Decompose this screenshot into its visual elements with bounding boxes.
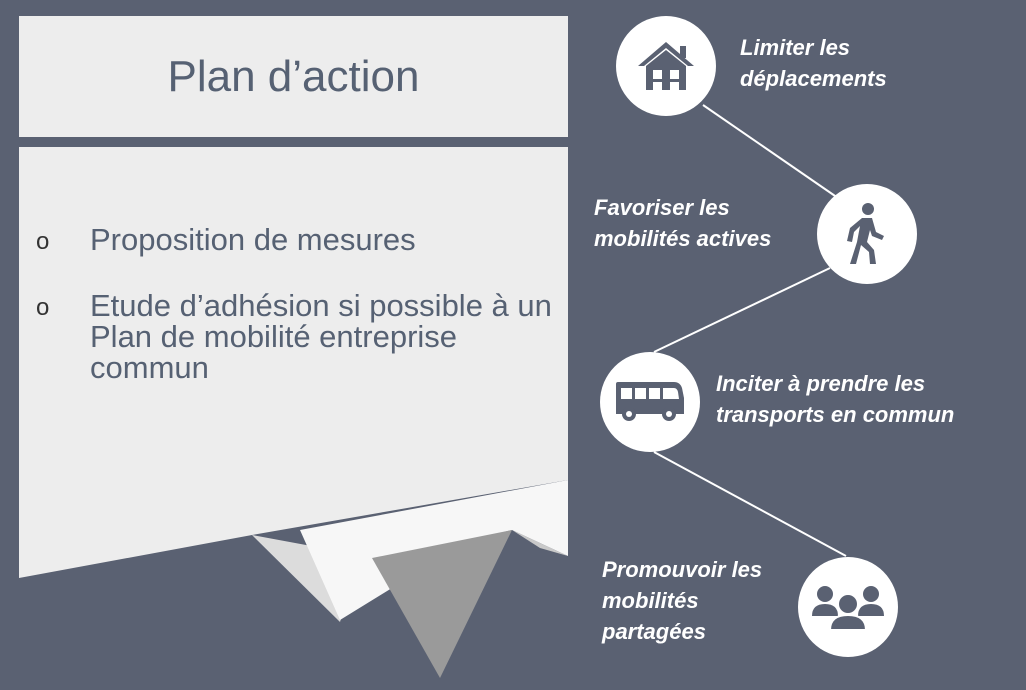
- arrow-triangle: [372, 530, 512, 678]
- content-panel-sheet: [19, 147, 568, 578]
- step-label-shared: Promouvoir les mobilités partagées: [602, 557, 763, 644]
- step-circle-transport: [600, 352, 700, 452]
- group-of-people-icon: [812, 586, 884, 631]
- bus-icon: [616, 382, 684, 421]
- connector-line-2: [653, 267, 831, 353]
- house-icon: [638, 42, 694, 90]
- bullet-item: o Proposition de mesures: [36, 224, 556, 255]
- bullet-list: o Proposition de mesures o Etude d’adhés…: [36, 224, 556, 418]
- step-circle-limit: [616, 16, 716, 116]
- bullet-text: Etude d’adhésion si possible à un Plan d…: [90, 288, 552, 385]
- walking-person-icon: [847, 203, 884, 264]
- bullet-marker: o: [36, 294, 50, 321]
- fold-shade-right: [512, 530, 568, 556]
- bullet-text: Proposition de mesures: [90, 222, 416, 257]
- step-label-transport: Inciter à prendre les transports en comm…: [716, 371, 955, 427]
- step-label-limit: Limiter les déplacements: [740, 35, 887, 91]
- bullet-item: o Etude d’adhésion si possible à un Plan…: [36, 290, 556, 383]
- page-title: Plan d’action: [167, 51, 420, 101]
- title-box: Plan d’action: [19, 16, 568, 137]
- step-circle-active: [817, 184, 917, 284]
- step-label-active: Favoriser les mobilités actives: [594, 195, 772, 251]
- connector-line-3: [653, 451, 847, 557]
- step-circle-shared: [798, 557, 898, 657]
- bullet-marker: o: [36, 228, 50, 255]
- connector-line-1: [702, 104, 839, 199]
